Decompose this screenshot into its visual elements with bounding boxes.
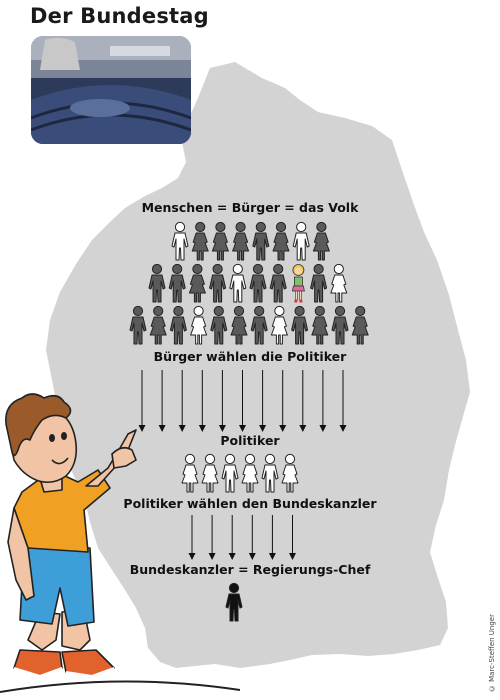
person-figure — [148, 263, 166, 303]
person-figure — [191, 221, 209, 261]
down-arrow — [198, 370, 206, 432]
page-title: Der Bundestag — [30, 4, 209, 28]
arrow-groups — [138, 370, 347, 560]
person-figure — [232, 221, 250, 261]
down-arrow — [268, 515, 276, 560]
girl-figure — [291, 264, 305, 303]
person-figure — [269, 263, 287, 303]
germany-map — [46, 62, 470, 668]
down-arrow — [188, 515, 196, 560]
down-arrow — [178, 370, 186, 432]
politician-figure — [221, 453, 239, 493]
down-arrow — [239, 370, 246, 432]
label-politicians: Politiker — [220, 433, 280, 448]
person-figure — [351, 305, 369, 345]
person-figure — [252, 221, 270, 261]
label-elect-chancellor: Politiker wählen den Bundeskanzler — [123, 496, 377, 511]
politician-figure — [281, 453, 299, 493]
bundestag-photo — [31, 36, 191, 144]
chancellor-figure — [225, 582, 243, 622]
label-voters: Bürger wählen die Politiker — [153, 349, 347, 364]
down-arrow — [248, 515, 256, 560]
person-figure — [311, 305, 329, 345]
down-arrow — [158, 370, 166, 432]
person-figure — [211, 221, 229, 261]
down-arrow — [279, 370, 287, 432]
down-arrow — [299, 370, 307, 432]
politician-figure — [261, 453, 279, 493]
down-arrow — [138, 370, 146, 432]
person-figure — [188, 263, 206, 303]
label-people: Menschen = Bürger = das Volk — [141, 200, 359, 215]
person-figure — [149, 305, 167, 345]
person-figure — [230, 305, 248, 345]
person-figure — [270, 305, 288, 345]
down-arrow — [339, 370, 347, 432]
down-arrow — [218, 370, 226, 432]
politician-figure — [201, 453, 219, 493]
person-figure — [250, 305, 268, 345]
person-figure — [312, 221, 330, 261]
figure-groups — [129, 221, 369, 622]
person-figure — [210, 305, 228, 345]
person-figure — [249, 263, 267, 303]
label-chancellor: Bundeskanzler = Regierungs-Chef — [129, 562, 371, 577]
credit-text: © Marc-Steffen Unger — [488, 613, 496, 692]
person-figure — [171, 221, 189, 261]
person-figure — [190, 305, 208, 345]
down-arrow — [208, 515, 216, 560]
politician-figure — [241, 453, 259, 493]
person-figure — [129, 305, 147, 345]
person-figure — [291, 305, 309, 345]
pointing-boy-illustration — [0, 393, 241, 693]
person-figure — [209, 263, 227, 303]
person-figure — [168, 263, 186, 303]
down-arrow — [228, 515, 236, 560]
person-figure — [169, 305, 187, 345]
politician-figure — [181, 453, 199, 493]
person-figure — [330, 263, 348, 303]
person-figure — [331, 305, 349, 345]
person-figure — [229, 263, 247, 303]
down-arrow — [319, 370, 327, 432]
person-figure — [272, 221, 290, 261]
down-arrow — [289, 515, 296, 560]
person-figure — [310, 263, 328, 303]
down-arrow — [259, 370, 267, 432]
person-figure — [292, 221, 310, 261]
